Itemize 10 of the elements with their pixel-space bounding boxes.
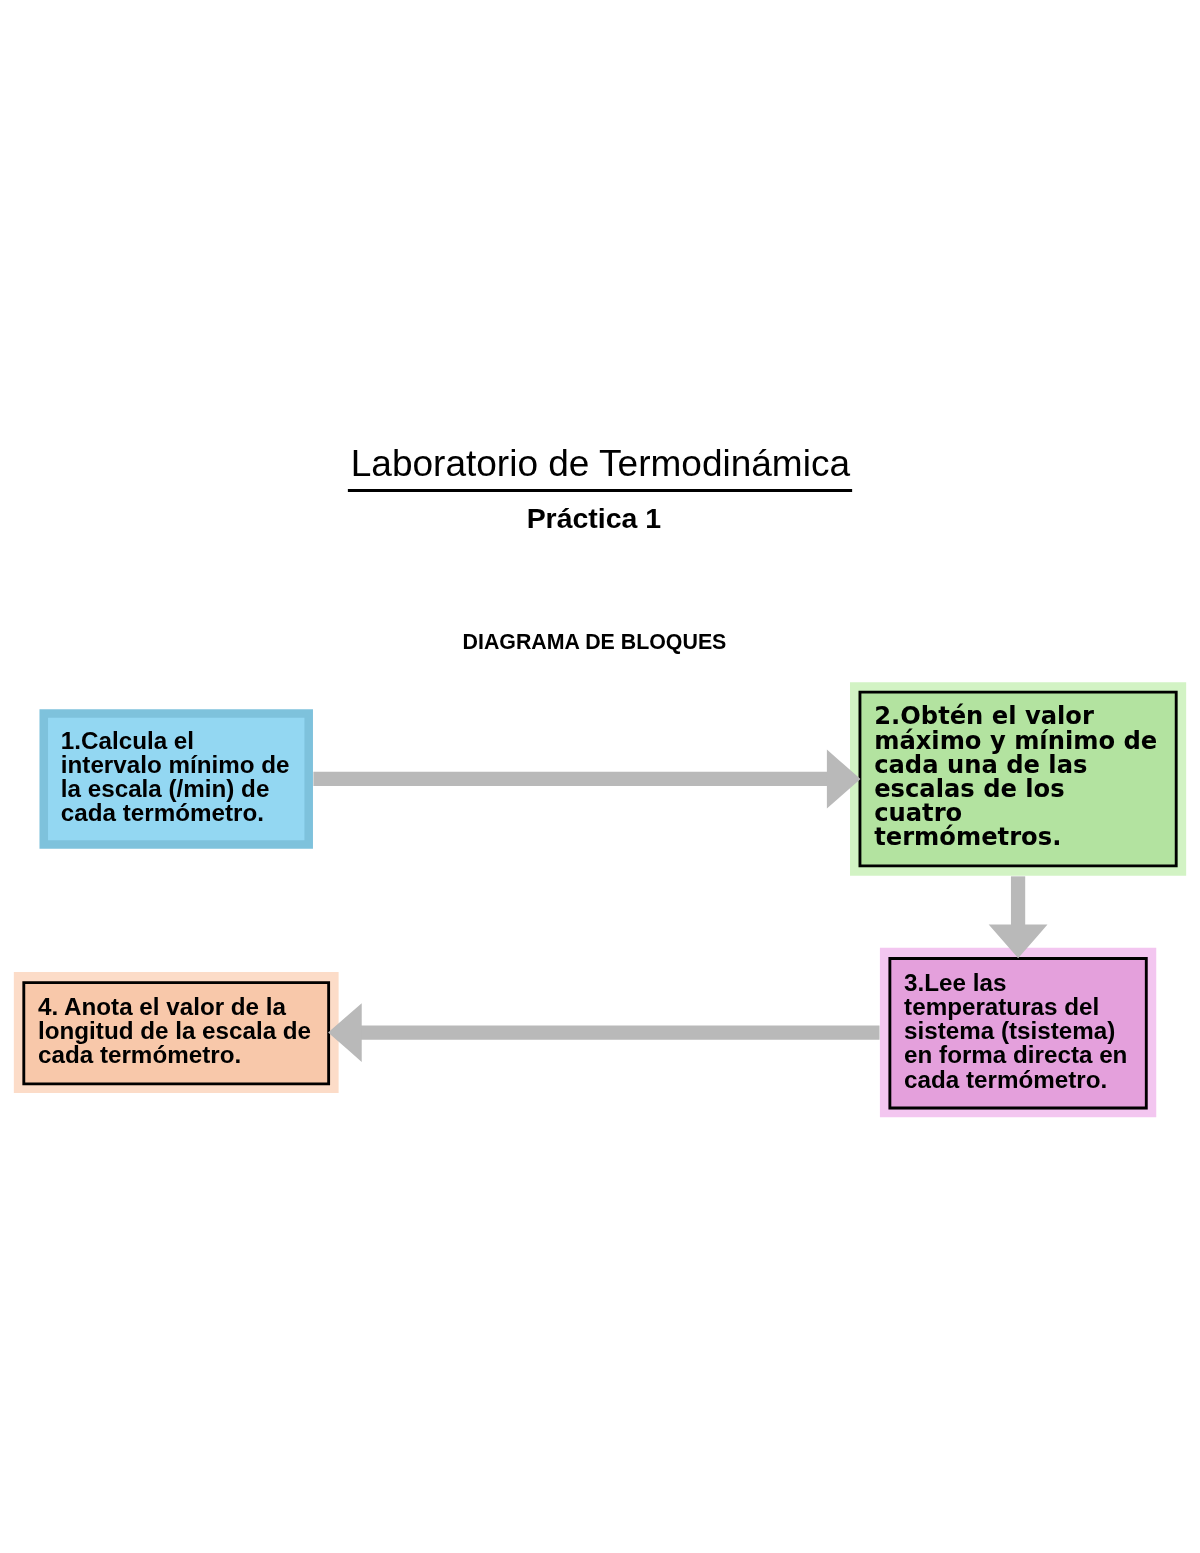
node-box: 3.Lee las temperaturas del sistema (tsistema) en forma directa en cada termómetro. xyxy=(879,947,1157,1118)
arrow xyxy=(313,749,861,809)
arrow xyxy=(988,876,1048,959)
arrow xyxy=(328,1003,880,1062)
node-box: 2.Obtén el valor máximo y mínimo de cada una de las escalas de los cuatro termómetros. xyxy=(850,682,1187,876)
diagram-title: Laboratorio de Termodinámica xyxy=(350,442,851,485)
label: DIAGRAMA DE BLOQUES xyxy=(462,629,727,654)
label: Práctica 1 xyxy=(526,502,662,535)
node-box: 4. Anota el valor de la longitud de la escala de cada termómetro. xyxy=(13,972,339,1094)
node-box: 1.Calcula el intervalo mínimo de la escala (/min) de cada termómetro. xyxy=(39,709,313,849)
